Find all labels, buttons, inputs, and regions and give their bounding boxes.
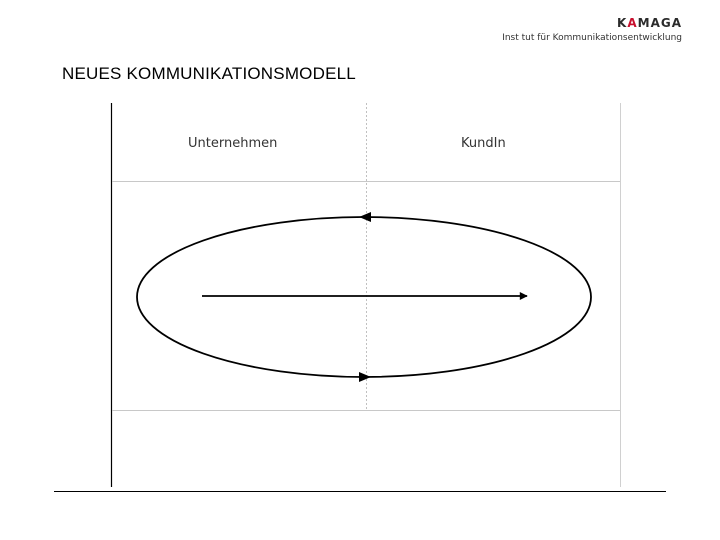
top-arrowhead-icon bbox=[359, 212, 371, 222]
column-label-unternehmen: Unternehmen bbox=[188, 136, 277, 151]
kamaga-logo: KAMAGA Inst tut für Kommunikationsentwic… bbox=[502, 16, 682, 45]
communication-cycle-ellipse bbox=[136, 216, 592, 378]
logo-name: KAMAGA bbox=[617, 16, 682, 30]
bottom-arrowhead-icon bbox=[359, 372, 371, 382]
slide-title: NEUES KOMMUNIKATIONSMODELL bbox=[62, 64, 356, 83]
column-label-kundin: KundIn bbox=[461, 136, 506, 151]
logo-subtitle: Inst tut für Kommunikationsentwicklung bbox=[502, 33, 682, 43]
logo-accent-letter: A bbox=[627, 16, 638, 30]
